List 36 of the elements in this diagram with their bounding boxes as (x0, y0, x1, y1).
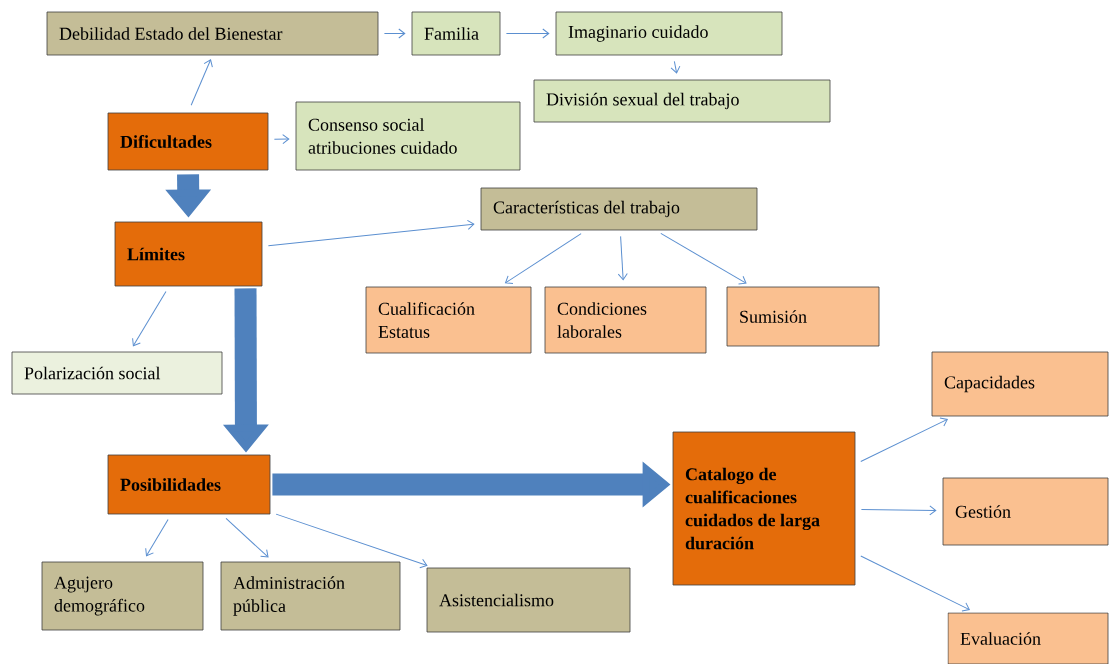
arrow (505, 28, 550, 39)
arrow (132, 291, 167, 347)
arrow (670, 60, 681, 74)
arrow (275, 513, 428, 569)
cause-box: Administración pública (220, 561, 401, 631)
arrow (145, 519, 169, 557)
item-box: Condiciones laborales (544, 286, 707, 354)
stage-box: Límites (114, 221, 263, 287)
arrow (505, 233, 582, 284)
item-box: Gestión (942, 477, 1109, 546)
factor-box: Familia (411, 11, 501, 56)
arrow (660, 232, 747, 285)
item-box: Capacidades (931, 351, 1109, 417)
factor-box: Consenso social atribuciones cuidado (295, 101, 521, 171)
item-box: Sumisión (726, 286, 880, 347)
item-box: Cualificación Estatus (365, 286, 532, 354)
arrow (860, 555, 970, 612)
cause-box: Asistencialismo (426, 567, 631, 633)
arrow (383, 28, 406, 39)
arrow (267, 219, 475, 247)
stage-box: Posibilidades (107, 454, 271, 515)
cause-box: Agujero demográfico (41, 561, 204, 631)
stage-box: Dificultades (107, 112, 269, 171)
item-box: Evaluación (947, 612, 1109, 664)
factor-box: Imaginario cuidado (555, 11, 783, 56)
arrow (860, 505, 937, 516)
arrow (225, 517, 269, 558)
arrow (190, 59, 213, 106)
cause-box: Características del trabajo (480, 187, 758, 231)
cause-box: Debilidad Estado del Bienestar (46, 11, 379, 56)
arrow (273, 134, 290, 145)
effect-box: Polarización social (11, 351, 223, 395)
factor-box: División sexual del trabajo (533, 79, 831, 123)
arrow (860, 417, 948, 463)
result-box: Catalogo de cualificaciones cuidados de larga duración (672, 431, 856, 586)
arrow (617, 235, 628, 281)
